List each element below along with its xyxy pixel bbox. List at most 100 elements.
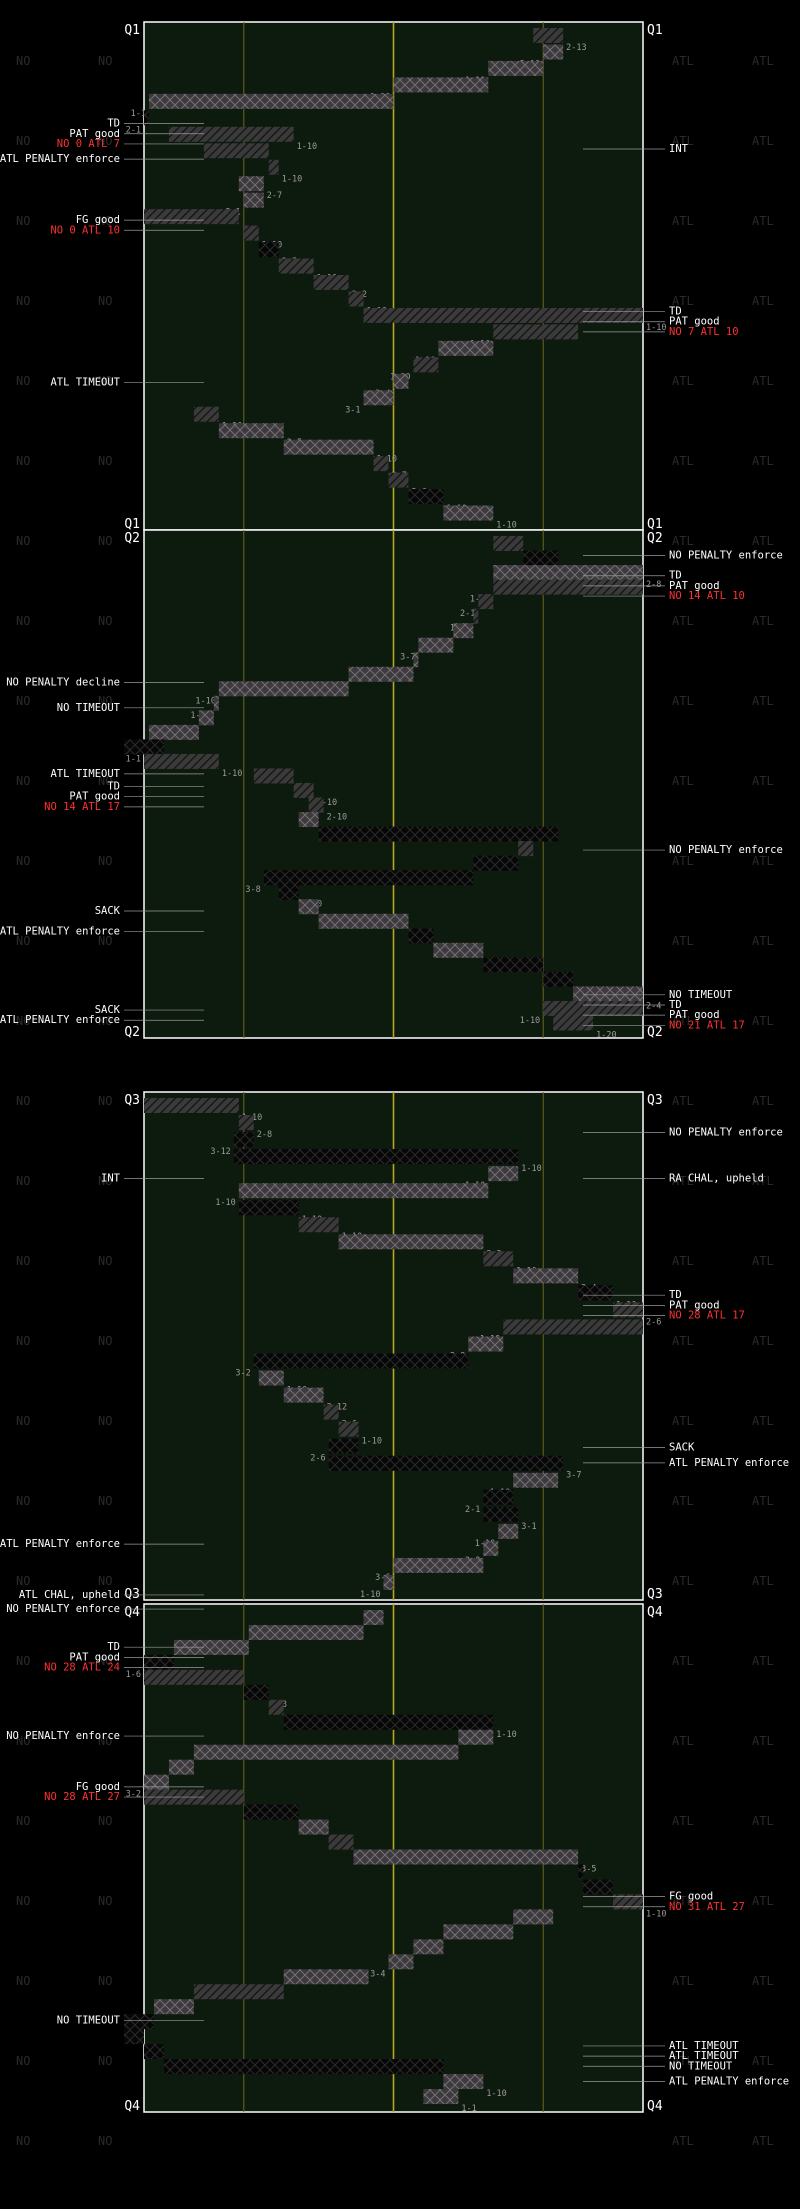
- play-bar: [163, 2059, 444, 2075]
- team-watermark-right: ATL: [672, 294, 694, 308]
- play-bar: [328, 1455, 564, 1471]
- event-annotation: ATL TIMEOUT: [669, 2040, 739, 2052]
- play-bar: [338, 1421, 359, 1437]
- play-bar: [513, 1472, 559, 1488]
- quarter-label: Q2: [647, 1025, 663, 1040]
- team-watermark-left: NO: [16, 134, 30, 148]
- team-watermark-right: ATL: [672, 1734, 694, 1748]
- play-bar: [478, 594, 494, 610]
- play-label: 1-1: [126, 754, 141, 764]
- play-label: 3-7: [566, 1471, 581, 1481]
- play-bar: [233, 1132, 254, 1148]
- play-bar: [213, 695, 219, 711]
- team-watermark-right: ATL: [752, 534, 774, 548]
- team-watermark-left: NO: [98, 1334, 112, 1348]
- event-annotation: NO 28 ATL 17: [669, 1310, 745, 1322]
- team-watermark-right: ATL: [752, 1094, 774, 1108]
- play-bar: [543, 971, 574, 987]
- event-annotation: ATL PENALTY enforce: [0, 925, 120, 937]
- team-watermark-right: ATL: [672, 934, 694, 948]
- play-bar: [578, 1285, 614, 1301]
- play-bar: [124, 2014, 154, 2030]
- play-label: 1-10: [317, 798, 337, 808]
- play-bar: [493, 324, 579, 340]
- team-watermark-left: NO: [98, 54, 112, 68]
- play-bar: [238, 1183, 489, 1199]
- play-label: 1-20: [596, 1030, 616, 1040]
- play-bar: [393, 373, 409, 389]
- play-label: 3-8: [245, 885, 260, 895]
- event-annotation: NO PENALTY enforce: [6, 1730, 120, 1742]
- team-watermark-right: ATL: [752, 1574, 774, 1588]
- team-watermark-left: NO: [16, 374, 30, 388]
- play-bar: [543, 44, 564, 60]
- play-bar: [298, 899, 319, 915]
- play-bar: [168, 1759, 194, 1775]
- event-annotation: ATL TIMEOUT: [50, 377, 120, 389]
- play-bar: [144, 1654, 174, 1670]
- team-watermark-right: ATL: [672, 1014, 694, 1028]
- play-bar: [258, 242, 279, 258]
- play-bar: [293, 783, 314, 798]
- team-watermark-left: NO: [98, 1494, 112, 1508]
- team-watermark-left: NO: [98, 294, 112, 308]
- play-bar: [193, 1984, 284, 2000]
- event-annotation: TD: [107, 118, 120, 130]
- event-annotation: TD: [669, 570, 682, 582]
- team-watermark-right: ATL: [752, 1414, 774, 1428]
- play-bar: [193, 406, 219, 422]
- team-watermark-left: NO: [98, 1014, 112, 1028]
- event-annotation: PAT good: [69, 791, 120, 803]
- event-annotation: NO 7 ATL 10: [669, 326, 739, 338]
- team-watermark-right: ATL: [752, 1894, 774, 1908]
- play-bar: [573, 986, 643, 1002]
- play-bar: [443, 2074, 484, 2090]
- team-watermark-right: ATL: [672, 454, 694, 468]
- play-label: 3-1: [345, 405, 360, 415]
- play-bar: [144, 110, 149, 126]
- event-annotation: ATL PENALTY enforce: [0, 1014, 120, 1026]
- event-annotation: NO 0 ATL 7: [57, 138, 120, 150]
- play-bar: [144, 209, 239, 225]
- quarter-label: Q4: [124, 1605, 140, 1620]
- event-annotation: ATL TIMEOUT: [669, 2050, 739, 2062]
- play-label: 3-7: [400, 653, 415, 663]
- event-annotation: NO PENALTY enforce: [669, 549, 783, 561]
- team-watermark-right: ATL: [752, 854, 774, 868]
- play-bar: [488, 1166, 519, 1182]
- play-label: 1-10: [520, 1016, 540, 1026]
- play-bar: [148, 724, 199, 740]
- quarter-label: Q2: [647, 531, 663, 546]
- play-bar: [243, 1804, 299, 1820]
- team-watermark-left: NO: [98, 214, 112, 228]
- team-watermark-left: NO: [98, 614, 112, 628]
- team-watermark-right: ATL: [672, 1574, 694, 1588]
- team-watermark-left: NO: [16, 454, 30, 468]
- team-watermark-left: NO: [16, 2054, 30, 2068]
- play-bar: [248, 1624, 364, 1640]
- play-bar: [473, 855, 519, 871]
- event-annotation: TD: [107, 1641, 120, 1653]
- team-watermark-left: NO: [98, 1814, 112, 1828]
- team-watermark-left: NO: [98, 1974, 112, 1988]
- play-bar: [193, 1744, 459, 1760]
- play-label: 1-10: [362, 1437, 382, 1447]
- play-bar: [613, 1894, 643, 1910]
- team-watermark-left: NO: [16, 694, 30, 708]
- play-label: 1-10: [521, 1164, 541, 1174]
- play-bar: [298, 812, 319, 828]
- play-bar: [493, 579, 643, 595]
- play-bar: [313, 275, 349, 290]
- event-annotation: PAT good: [669, 1299, 720, 1311]
- play-bar: [553, 1015, 594, 1031]
- event-annotation: NO PENALTY enforce: [669, 1127, 783, 1139]
- team-watermark-right: ATL: [752, 1974, 774, 1988]
- event-annotation: PAT good: [669, 580, 720, 592]
- play-label: 2-1: [126, 125, 141, 135]
- team-watermark-left: NO: [98, 1174, 112, 1188]
- play-bar: [218, 681, 349, 697]
- team-watermark-left: NO: [16, 534, 30, 548]
- event-annotation: PAT good: [69, 1651, 120, 1663]
- event-annotation: NO 31 ATL 27: [669, 1901, 745, 1913]
- play-label: 2-6: [310, 1454, 325, 1464]
